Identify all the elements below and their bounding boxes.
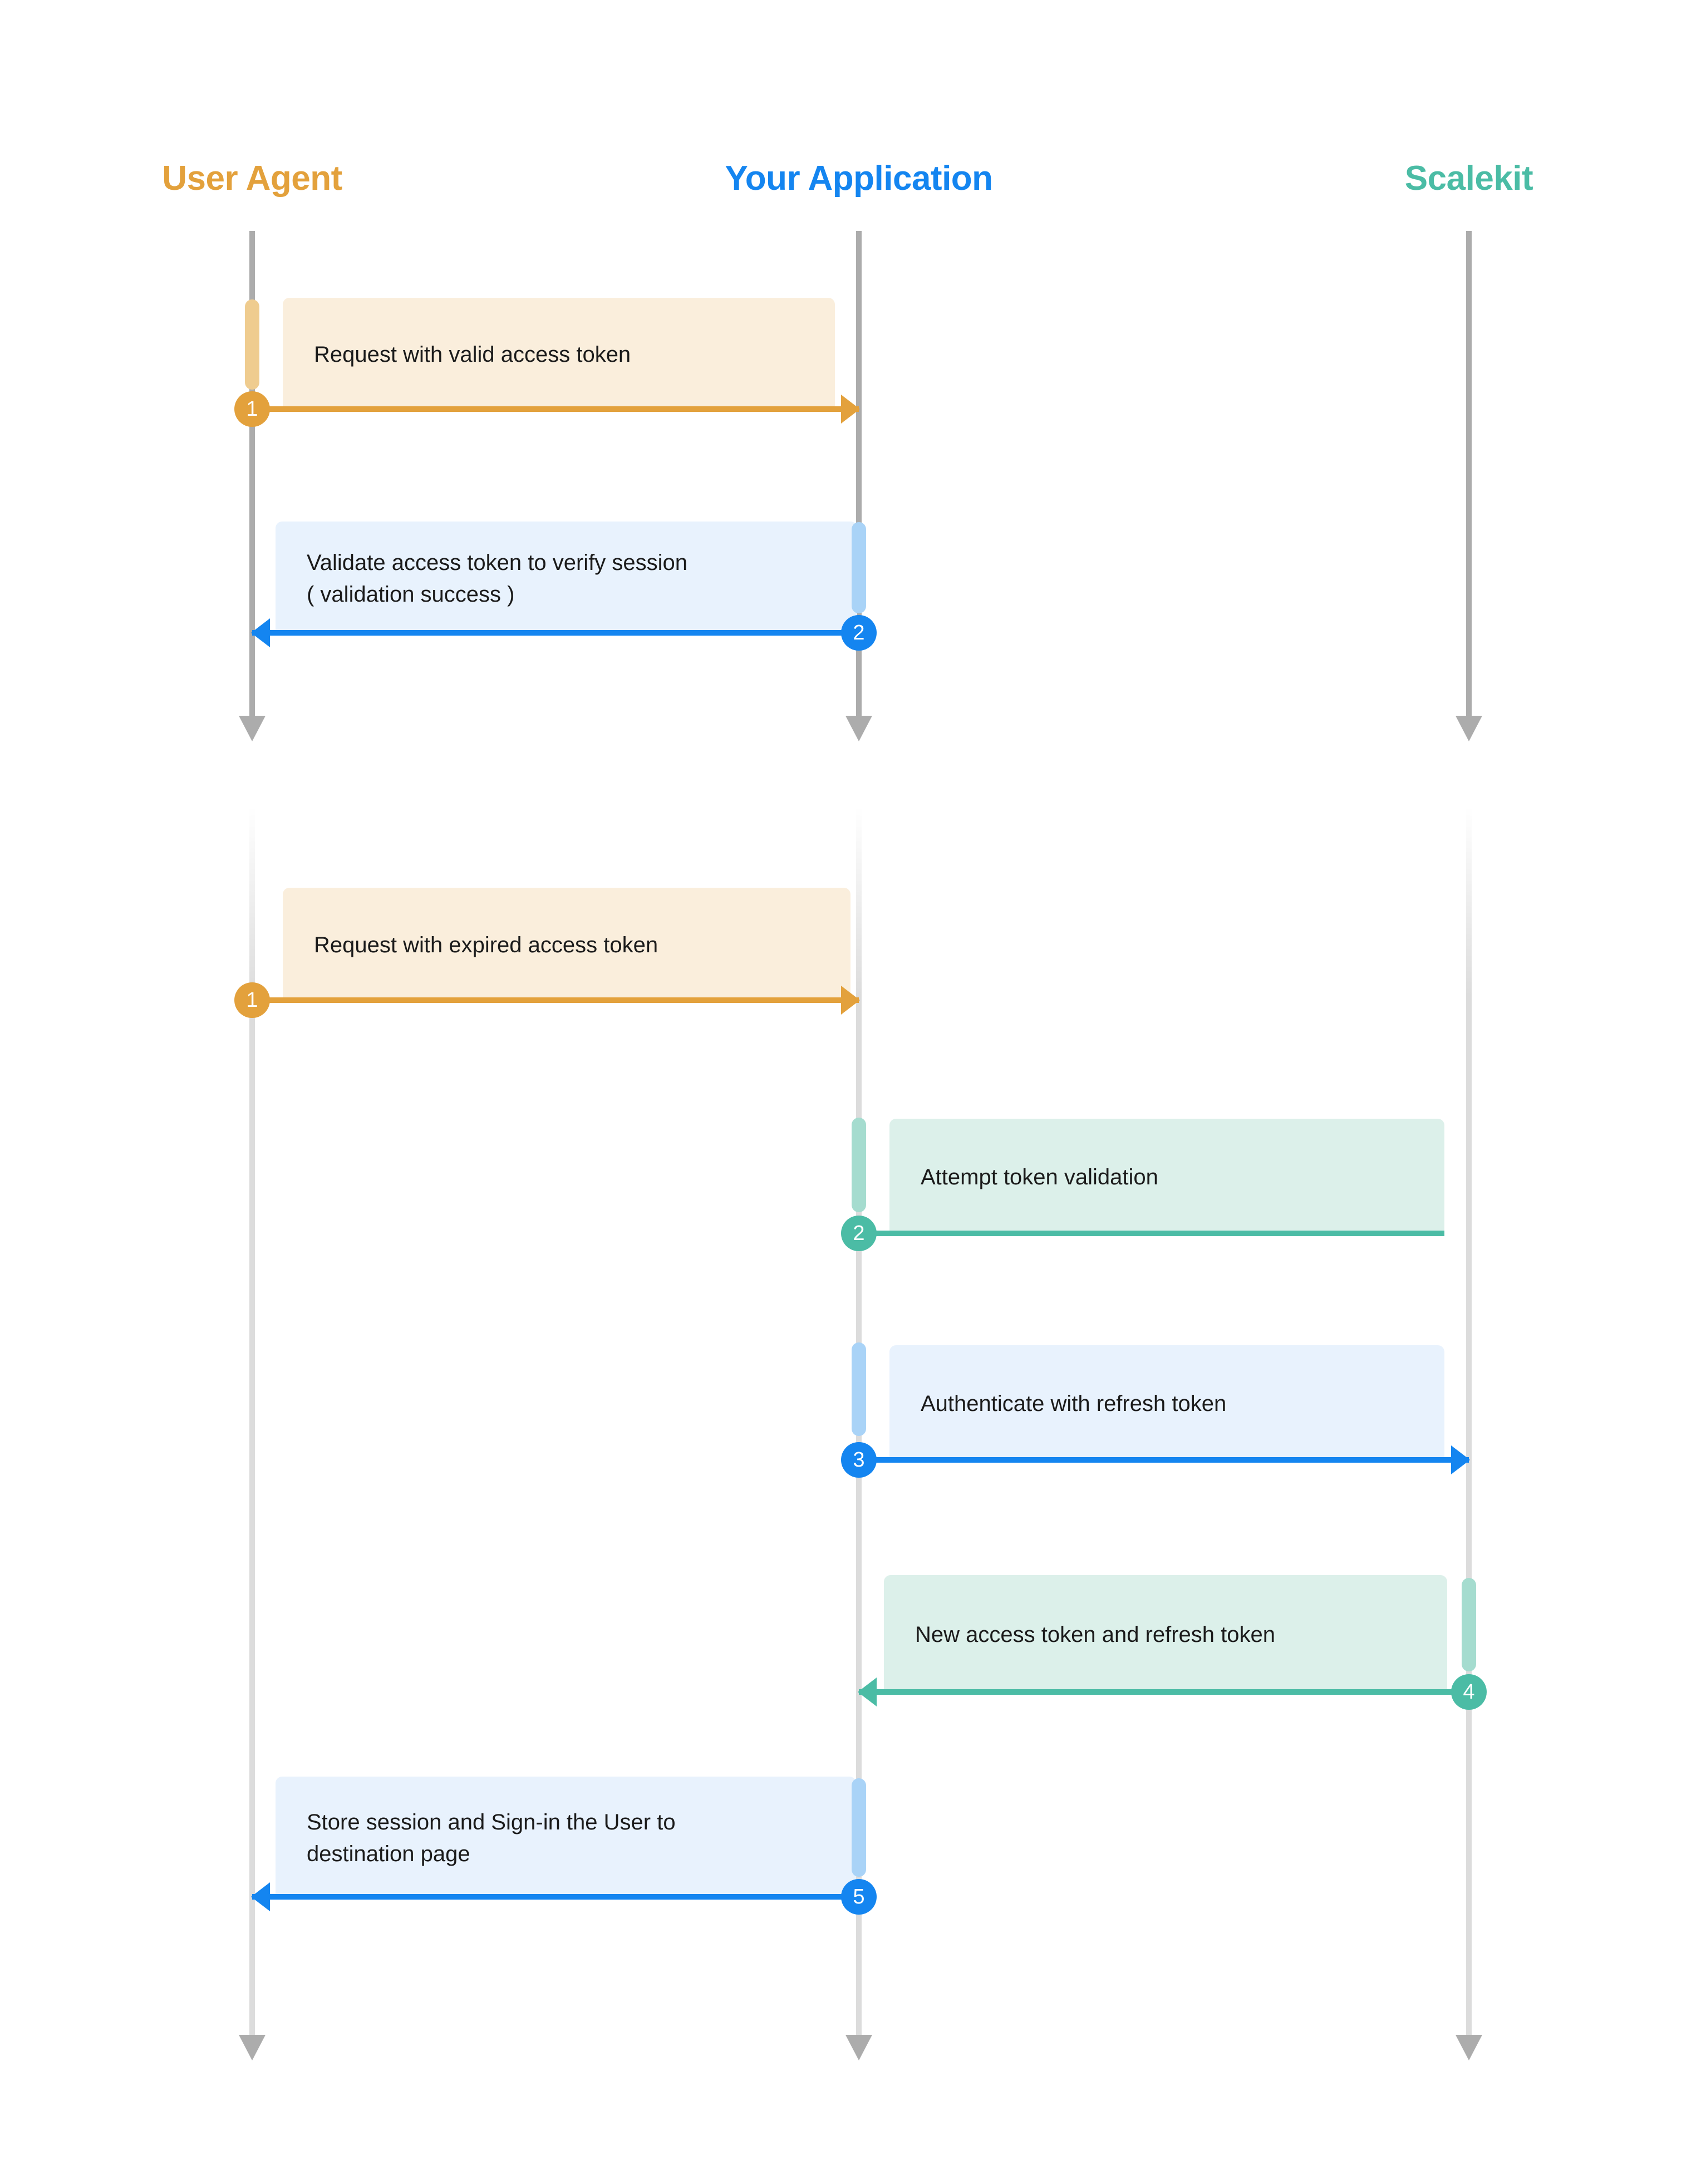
message-arrow-expired-token-flow-3: [859, 1445, 1470, 1474]
message-arrow-expired-token-flow-2: [859, 1231, 1444, 1236]
message-box-valid-token-flow-2: Validate access token to verify session …: [276, 522, 857, 636]
step-badge-expired-token-flow-3: 3: [841, 1442, 877, 1478]
message-arrow-valid-token-flow-1: [252, 395, 860, 424]
lifeline-scalekit-valid-token-flow: [1456, 231, 1482, 741]
arrowhead-icon: [858, 1678, 877, 1706]
lifeline-stem: [249, 807, 255, 2036]
arrow-shaft: [859, 1689, 1469, 1695]
lifeline-arrowhead-icon: [1456, 716, 1482, 741]
message-box-expired-token-flow-1: Request with expired access token: [283, 888, 850, 1003]
activation-bar-expired-token-flow-3: [852, 1342, 866, 1436]
activation-bar-expired-token-flow-2: [852, 1118, 866, 1212]
actor-header-your-application: Your Application: [725, 159, 993, 198]
arrow-shaft: [859, 1457, 1469, 1463]
message-label: Request with expired access token: [314, 933, 658, 958]
step-badge-valid-token-flow-2: 2: [841, 615, 877, 651]
lifeline-user-agent-expired-token-flow: [239, 807, 266, 2060]
message-arrow-expired-token-flow-5: [251, 1882, 859, 1911]
activation-bar-expired-token-flow-5: [852, 1778, 866, 1877]
actor-header-scalekit: Scalekit: [1404, 159, 1533, 198]
message-label: Store session and Sign-in the User to de…: [307, 1809, 676, 1866]
lifeline-your-application-valid-token-flow: [845, 231, 872, 741]
lifeline-stem: [1466, 807, 1472, 2036]
lifeline-arrowhead-icon: [239, 2035, 266, 2060]
lifeline-arrowhead-icon: [239, 716, 266, 741]
arrow-shaft: [252, 406, 859, 412]
activation-bar-expired-token-flow-4: [1462, 1578, 1476, 1671]
arrowhead-icon: [841, 395, 860, 424]
arrow-shaft: [252, 997, 859, 1003]
lifeline-arrowhead-icon: [1456, 2035, 1482, 2060]
message-box-valid-token-flow-1: Request with valid access token: [283, 298, 835, 412]
lifeline-stem: [856, 231, 862, 717]
message-label: Request with valid access token: [314, 342, 631, 367]
arrow-shaft: [252, 630, 859, 636]
step-badge-expired-token-flow-2: 2: [841, 1216, 877, 1251]
actor-header-user-agent: User Agent: [162, 159, 342, 198]
message-box-expired-token-flow-5: Store session and Sign-in the User to de…: [276, 1777, 856, 1900]
message-label: Attempt token validation: [921, 1165, 1158, 1190]
lifeline-user-agent-valid-token-flow: [239, 231, 266, 741]
lifeline-stem: [1466, 231, 1472, 717]
message-box-expired-token-flow-3: Authenticate with refresh token: [889, 1345, 1444, 1463]
activation-bar-valid-token-flow-1: [245, 299, 259, 390]
step-badge-expired-token-flow-1: 1: [234, 982, 270, 1018]
arrowhead-icon: [251, 1882, 270, 1911]
lifeline-stem: [249, 231, 255, 717]
lifeline-scalekit-expired-token-flow: [1456, 807, 1482, 2060]
step-badge-valid-token-flow-1: 1: [234, 391, 270, 427]
lifeline-arrowhead-icon: [845, 716, 872, 741]
arrow-shaft: [859, 1231, 1444, 1236]
arrowhead-icon: [251, 618, 270, 647]
activation-bar-valid-token-flow-2: [852, 522, 866, 613]
step-badge-expired-token-flow-5: 5: [841, 1879, 877, 1915]
message-label: Authenticate with refresh token: [921, 1391, 1227, 1416]
lifeline-arrowhead-icon: [845, 2035, 872, 2060]
arrow-shaft: [252, 1894, 859, 1900]
message-label: Validate access token to verify session …: [307, 550, 688, 607]
arrowhead-icon: [841, 986, 860, 1015]
message-arrow-expired-token-flow-4: [858, 1678, 1469, 1706]
message-box-expired-token-flow-2: Attempt token validation: [889, 1119, 1444, 1236]
message-arrow-valid-token-flow-2: [251, 618, 859, 647]
step-badge-expired-token-flow-4: 4: [1451, 1674, 1487, 1710]
arrowhead-icon: [1451, 1445, 1470, 1474]
message-box-expired-token-flow-4: New access token and refresh token: [884, 1575, 1447, 1695]
message-label: New access token and refresh token: [915, 1622, 1276, 1647]
message-arrow-expired-token-flow-1: [252, 986, 860, 1015]
